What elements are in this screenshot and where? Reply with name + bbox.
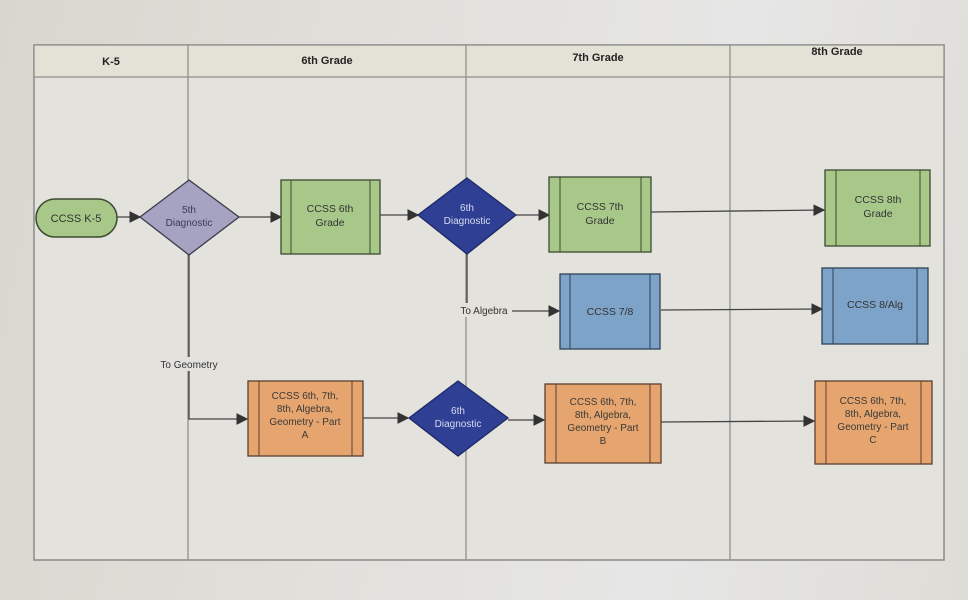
node-part-a[interactable]: CCSS 6th, 7th, 8th, Algebra, Geometry - … [247,380,364,457]
node-label-line3: Geometry - Part [567,423,638,434]
node-label-line3: Geometry - Part [269,417,340,428]
node-label-line1: CCSS 6th, 7th, [570,397,637,408]
pool [33,44,945,561]
node-ccss-k5[interactable]: CCSS K-5 [35,198,118,238]
node-label-line4: B [600,436,607,447]
node-ccss-8-alg[interactable]: CCSS 8/Alg [821,267,929,345]
node-label-line4: C [869,435,876,446]
node-part-c[interactable]: CCSS 6th, 7th, 8th, Algebra, Geometry - … [814,380,933,465]
process-shape [247,380,364,457]
decision-shape [416,177,518,255]
edge-label-bg [456,303,512,317]
process-shape [280,179,381,255]
process-shape [814,380,933,465]
node-label-line2: Diagnostic [435,419,482,430]
lane-header-6th-grade: 6th Grade [301,55,352,67]
node-label-line2: Diagnostic [444,216,491,227]
nodes: CCSS K-5 5th Diagnostic CCSS 6th Grade 6… [35,169,933,465]
edge-label-to-algebra: To Algebra [460,306,508,317]
edge-labels: To Algebra To Geometry [154,303,512,371]
node-ccss-7-8[interactable]: CCSS 7/8 [559,273,661,350]
node-6th-diagnostic-bottom[interactable]: 6th Diagnostic [407,380,510,457]
process-shape [544,383,662,464]
node-ccss-6th-grade[interactable]: CCSS 6th Grade [280,179,381,255]
decision-shape [407,380,510,457]
node-part-b[interactable]: CCSS 6th, 7th, 8th, Algebra, Geometry - … [544,383,662,464]
edge-ccss7-to-ccss8 [650,204,826,216]
node-label-line3: Geometry - Part [837,422,908,433]
node-5th-diagnostic[interactable]: 5th Diagnostic [138,179,241,256]
node-ccss-7th-grade[interactable]: CCSS 7th Grade [548,176,652,253]
node-label-line2: Grade [585,215,614,227]
process-shape [824,169,931,247]
node-label-line2: Grade [863,208,892,220]
connectors [117,204,826,427]
node-label: CCSS 8/Alg [847,299,903,311]
lane-header-8th-grade: 8th Grade [811,46,862,58]
node-label-line2: 8th, Algebra, [575,410,631,421]
node-label-line1: CCSS 7th [577,201,624,213]
edge-diag5-to-partA [188,255,249,425]
process-shape [821,267,929,345]
node-label-line1: 6th [460,203,474,214]
node-label-line1: CCSS 6th, 7th, [272,391,339,402]
node-label-line2: 8th, Algebra, [845,409,901,420]
node-label-line2: 8th, Algebra, [277,404,333,415]
node-ccss-8th-grade[interactable]: CCSS 8th Grade [824,169,931,247]
node-label-line2: Diagnostic [166,218,213,229]
edge-partB-to-partC [660,415,816,427]
lane-header-7th-grade: 7th Grade [572,52,623,64]
lane-header-k5: K-5 [102,56,120,68]
terminator-shape [35,198,118,238]
node-label-line1: CCSS 6th, 7th, [840,396,907,407]
process-shape [548,176,652,253]
lanes: K-5 6th Grade 7th Grade 8th Grade [102,45,863,560]
node-label-line1: CCSS 8th [855,194,902,206]
node-label-line1: 5th [182,205,196,216]
node-label-line1: 6th [451,406,465,417]
node-label-line2: Grade [315,217,344,229]
node-label: CCSS 7/8 [587,306,634,318]
node-label-line4: A [302,430,309,441]
pool-frame [33,44,945,561]
node-label: CCSS K-5 [51,213,102,225]
edge-label-to-geometry: To Geometry [160,360,217,371]
lane-header-bar [33,44,945,78]
node-6th-diagnostic-top[interactable]: 6th Diagnostic [416,177,518,255]
decision-shape [138,179,241,256]
process-shape [559,273,661,350]
edge-label-bg [154,357,226,371]
edge-ccss78-to-ccss8alg [660,303,824,315]
node-label-line1: CCSS 6th [307,203,354,215]
